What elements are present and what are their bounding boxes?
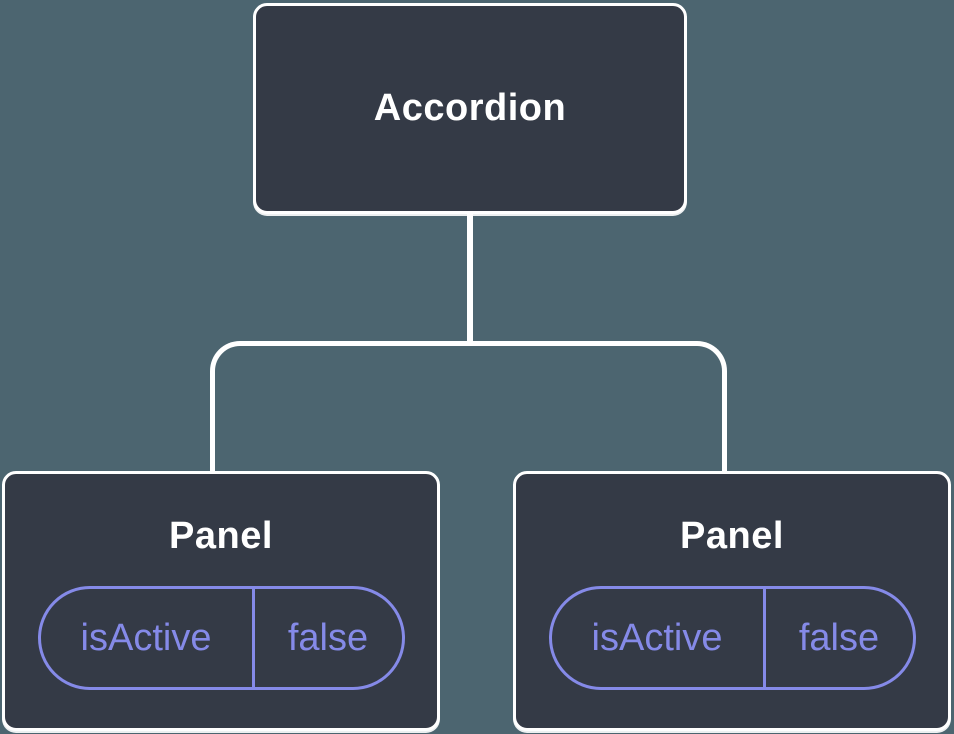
panel-node-left-label: Panel [169, 515, 273, 557]
connector-bracket [210, 341, 727, 471]
panel-node-right: Panel isActive false [513, 471, 951, 731]
state-name-left: isActive [41, 589, 255, 687]
panel-node-right-label: Panel [680, 515, 784, 557]
accordion-node-label: Accordion [373, 87, 567, 129]
accordion-node: Accordion [253, 3, 687, 214]
state-pill-right: isActive false [548, 586, 916, 690]
panel-node-left: Panel isActive false [2, 471, 440, 731]
state-name-right: isActive [552, 589, 766, 687]
state-value-left: false [287, 616, 369, 659]
state-value-right: false [798, 616, 880, 659]
state-pill-left: isActive false [37, 586, 405, 690]
connector-stem [467, 214, 473, 344]
